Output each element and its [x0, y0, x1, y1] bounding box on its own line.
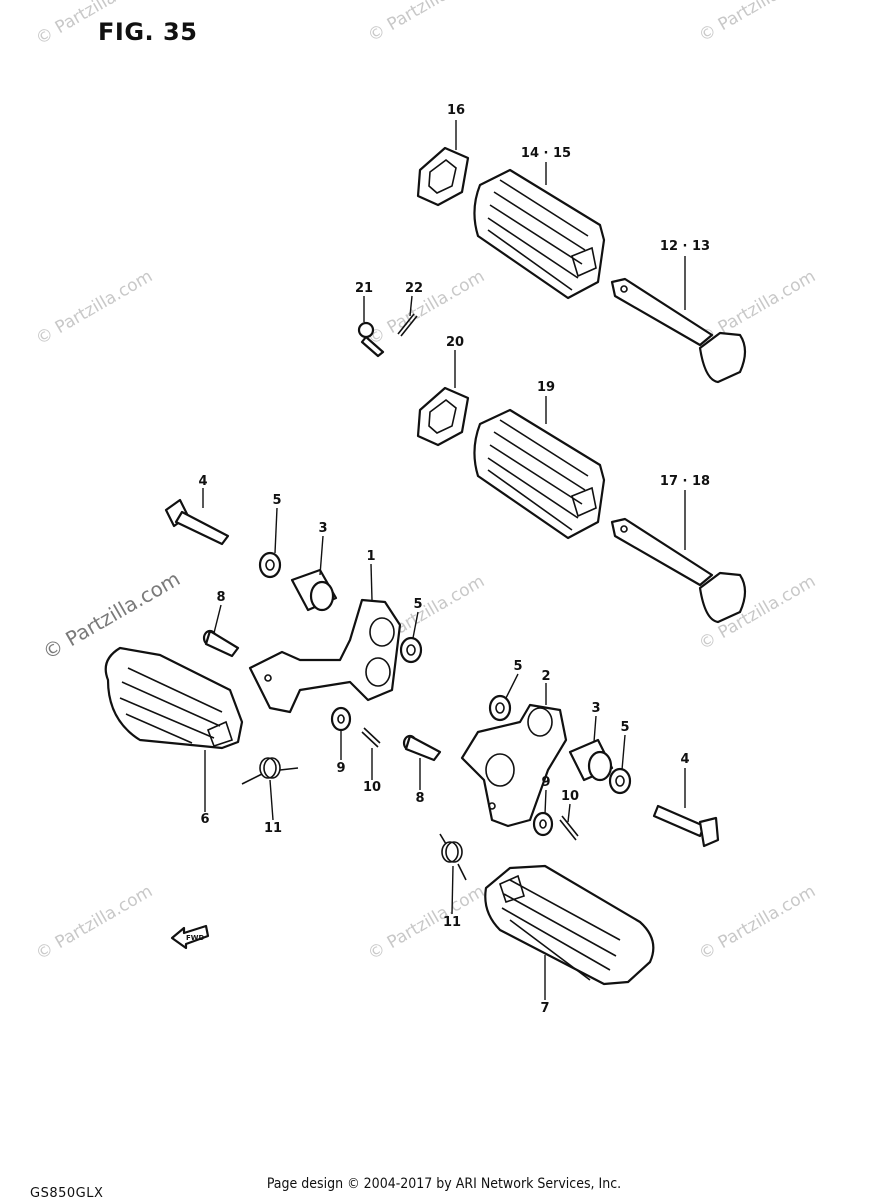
callout-5-left-b: 5: [413, 597, 422, 612]
part-16-plate[interactable]: [416, 146, 470, 207]
callout-9-left: 9: [336, 761, 345, 776]
part-22-cotter-pin[interactable]: [397, 313, 418, 337]
part-17-18-footrest-shaft[interactable]: [610, 517, 747, 624]
part-9-washer-right[interactable]: [532, 811, 554, 837]
part-5-washer-left-a[interactable]: [258, 551, 282, 579]
callout-4-left: 4: [198, 474, 207, 489]
watermark: © Partzilla.com: [696, 881, 820, 964]
watermark: © Partzilla.com: [696, 0, 820, 46]
model-code: GS850GLX: [30, 1186, 104, 1201]
watermark: © Partzilla.com: [33, 881, 157, 964]
callout-8-left: 8: [216, 590, 225, 605]
part-20-plate[interactable]: [416, 386, 470, 447]
part-21-pin[interactable]: [357, 321, 385, 358]
part-8-pin-left[interactable]: [202, 629, 240, 658]
figure-title: FIG. 35: [98, 18, 198, 46]
callout-14-15: 14 · 15: [521, 146, 571, 161]
forward-direction-arrow: FWD: [170, 924, 210, 950]
callout-5-right-b: 5: [620, 720, 629, 735]
watermark-prominent: © Partzilla.com: [39, 566, 185, 664]
callout-22: 22: [405, 281, 423, 296]
callout-11-right: 11: [443, 915, 461, 930]
part-4-bolt-right[interactable]: [652, 804, 720, 848]
part-4-bolt-left[interactable]: [164, 498, 230, 546]
part-3-bushing-right[interactable]: [568, 738, 614, 782]
callout-6: 6: [200, 812, 209, 827]
watermark: © Partzilla.com: [33, 0, 157, 49]
callout-labels: 16 14 · 15 12 · 13 21 22 20 19 17 · 18 4…: [198, 103, 710, 1016]
callout-11-left: 11: [264, 821, 282, 836]
part-11-spring-right[interactable]: [439, 833, 467, 881]
part-14-15-footrest-rubber[interactable]: [473, 168, 606, 300]
part-10-cotter-pin-left[interactable]: [361, 727, 381, 748]
callout-8-right: 8: [415, 791, 424, 806]
part-5-washer-right-b[interactable]: [608, 767, 632, 795]
callout-17-18: 17 · 18: [660, 474, 710, 489]
callout-10-right: 10: [561, 789, 579, 804]
callout-3-right: 3: [591, 701, 600, 716]
part-2-footrest-bracket[interactable]: [460, 703, 568, 828]
part-10-cotter-pin-right[interactable]: [559, 815, 579, 841]
leader-lines: [202, 120, 686, 1000]
callout-4-right: 4: [680, 752, 689, 767]
part-9-washer-left[interactable]: [330, 706, 352, 732]
part-8-pin-right[interactable]: [402, 734, 442, 762]
callout-3-left: 3: [318, 521, 327, 536]
part-19-footrest-rubber[interactable]: [473, 408, 606, 540]
callout-5-right-a: 5: [513, 659, 522, 674]
part-5-washer-left-b[interactable]: [399, 636, 423, 664]
callout-10-left: 10: [363, 780, 381, 795]
watermark: © Partzilla.com: [365, 0, 489, 46]
callout-20: 20: [446, 335, 464, 350]
part-12-13-footrest-shaft[interactable]: [610, 277, 747, 384]
callout-16: 16: [447, 103, 465, 118]
part-1-footrest-bracket[interactable]: [248, 598, 402, 714]
callout-2: 2: [541, 669, 550, 684]
watermark: © Partzilla.com: [365, 266, 489, 349]
part-5-washer-right-a[interactable]: [488, 694, 512, 722]
part-3-bushing-left[interactable]: [290, 568, 338, 612]
watermark: © Partzilla.com: [365, 881, 489, 964]
part-6-footpeg-rubber[interactable]: [104, 646, 244, 750]
part-7-footpeg-rubber[interactable]: [484, 864, 655, 986]
fwd-arrow-label: FWD: [186, 934, 205, 942]
page-footer-copyright: Page design © 2004-2017 by ARI Network S…: [266, 1176, 622, 1192]
callout-12-13: 12 · 13: [660, 239, 710, 254]
callout-1: 1: [366, 549, 375, 564]
callout-21: 21: [355, 281, 373, 296]
callout-7: 7: [540, 1001, 549, 1016]
part-11-spring-left[interactable]: [241, 757, 299, 785]
watermark: © Partzilla.com: [33, 266, 157, 349]
callout-19: 19: [537, 380, 555, 395]
callout-9-right: 9: [541, 775, 550, 790]
callout-5-left-a: 5: [272, 493, 281, 508]
